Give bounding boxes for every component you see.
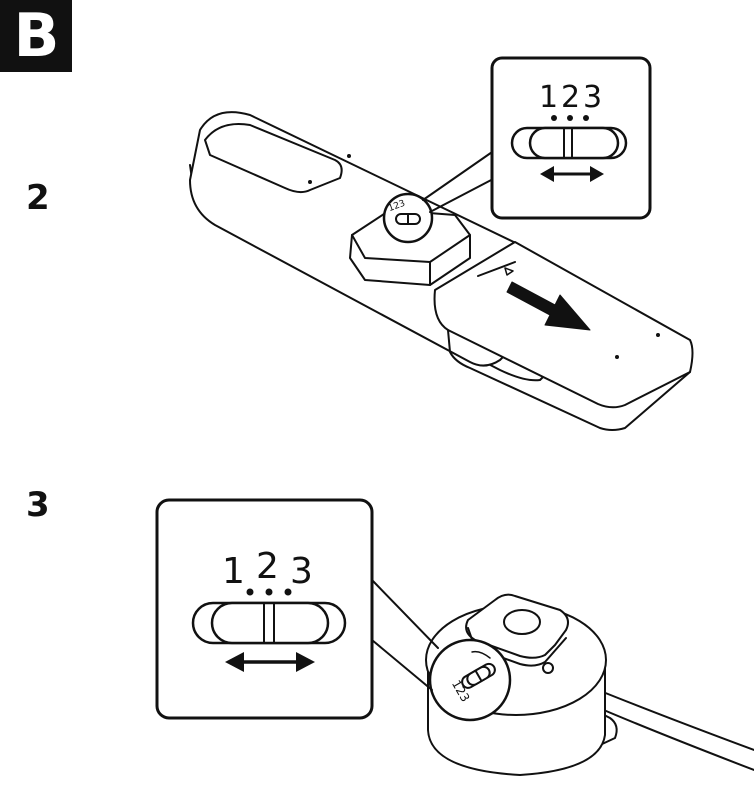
battery-cover [433,241,694,431]
position-label-3: 3 [290,551,313,592]
callout-line [422,149,496,201]
callout-line [371,639,433,691]
switch-inset-step2: 1 2 3 [490,56,652,220]
callout-line [371,579,439,649]
position-label-1: 1 [539,80,558,115]
position-dot-3 [284,588,292,596]
double-arrow-icon [225,652,315,672]
double-arrow-icon [540,166,604,182]
switch-inset-step3: 1 2 3 [155,498,374,720]
position-dot-3 [583,115,589,121]
position-label-3: 3 [583,80,602,115]
position-dot-2 [265,588,273,596]
position-dot-2 [567,115,573,121]
switch-slider [528,126,620,160]
arrow-marker-icon [504,267,514,276]
slide-direction-arrow-icon [506,281,591,331]
position-label-2: 2 [561,80,580,115]
switch-closeup-marker [382,192,434,244]
position-label-1: 1 [222,551,245,592]
section-label-b: B [0,0,72,72]
callout-line [429,177,496,213]
switch-slider [210,601,330,645]
position-label-2: 2 [256,546,279,587]
switch-closeup-marker-step3 [428,638,512,722]
step-number-2: 2 [26,178,50,218]
step-number-3: 3 [26,485,50,525]
position-dot-1 [246,588,254,596]
position-dot-1 [551,115,557,121]
